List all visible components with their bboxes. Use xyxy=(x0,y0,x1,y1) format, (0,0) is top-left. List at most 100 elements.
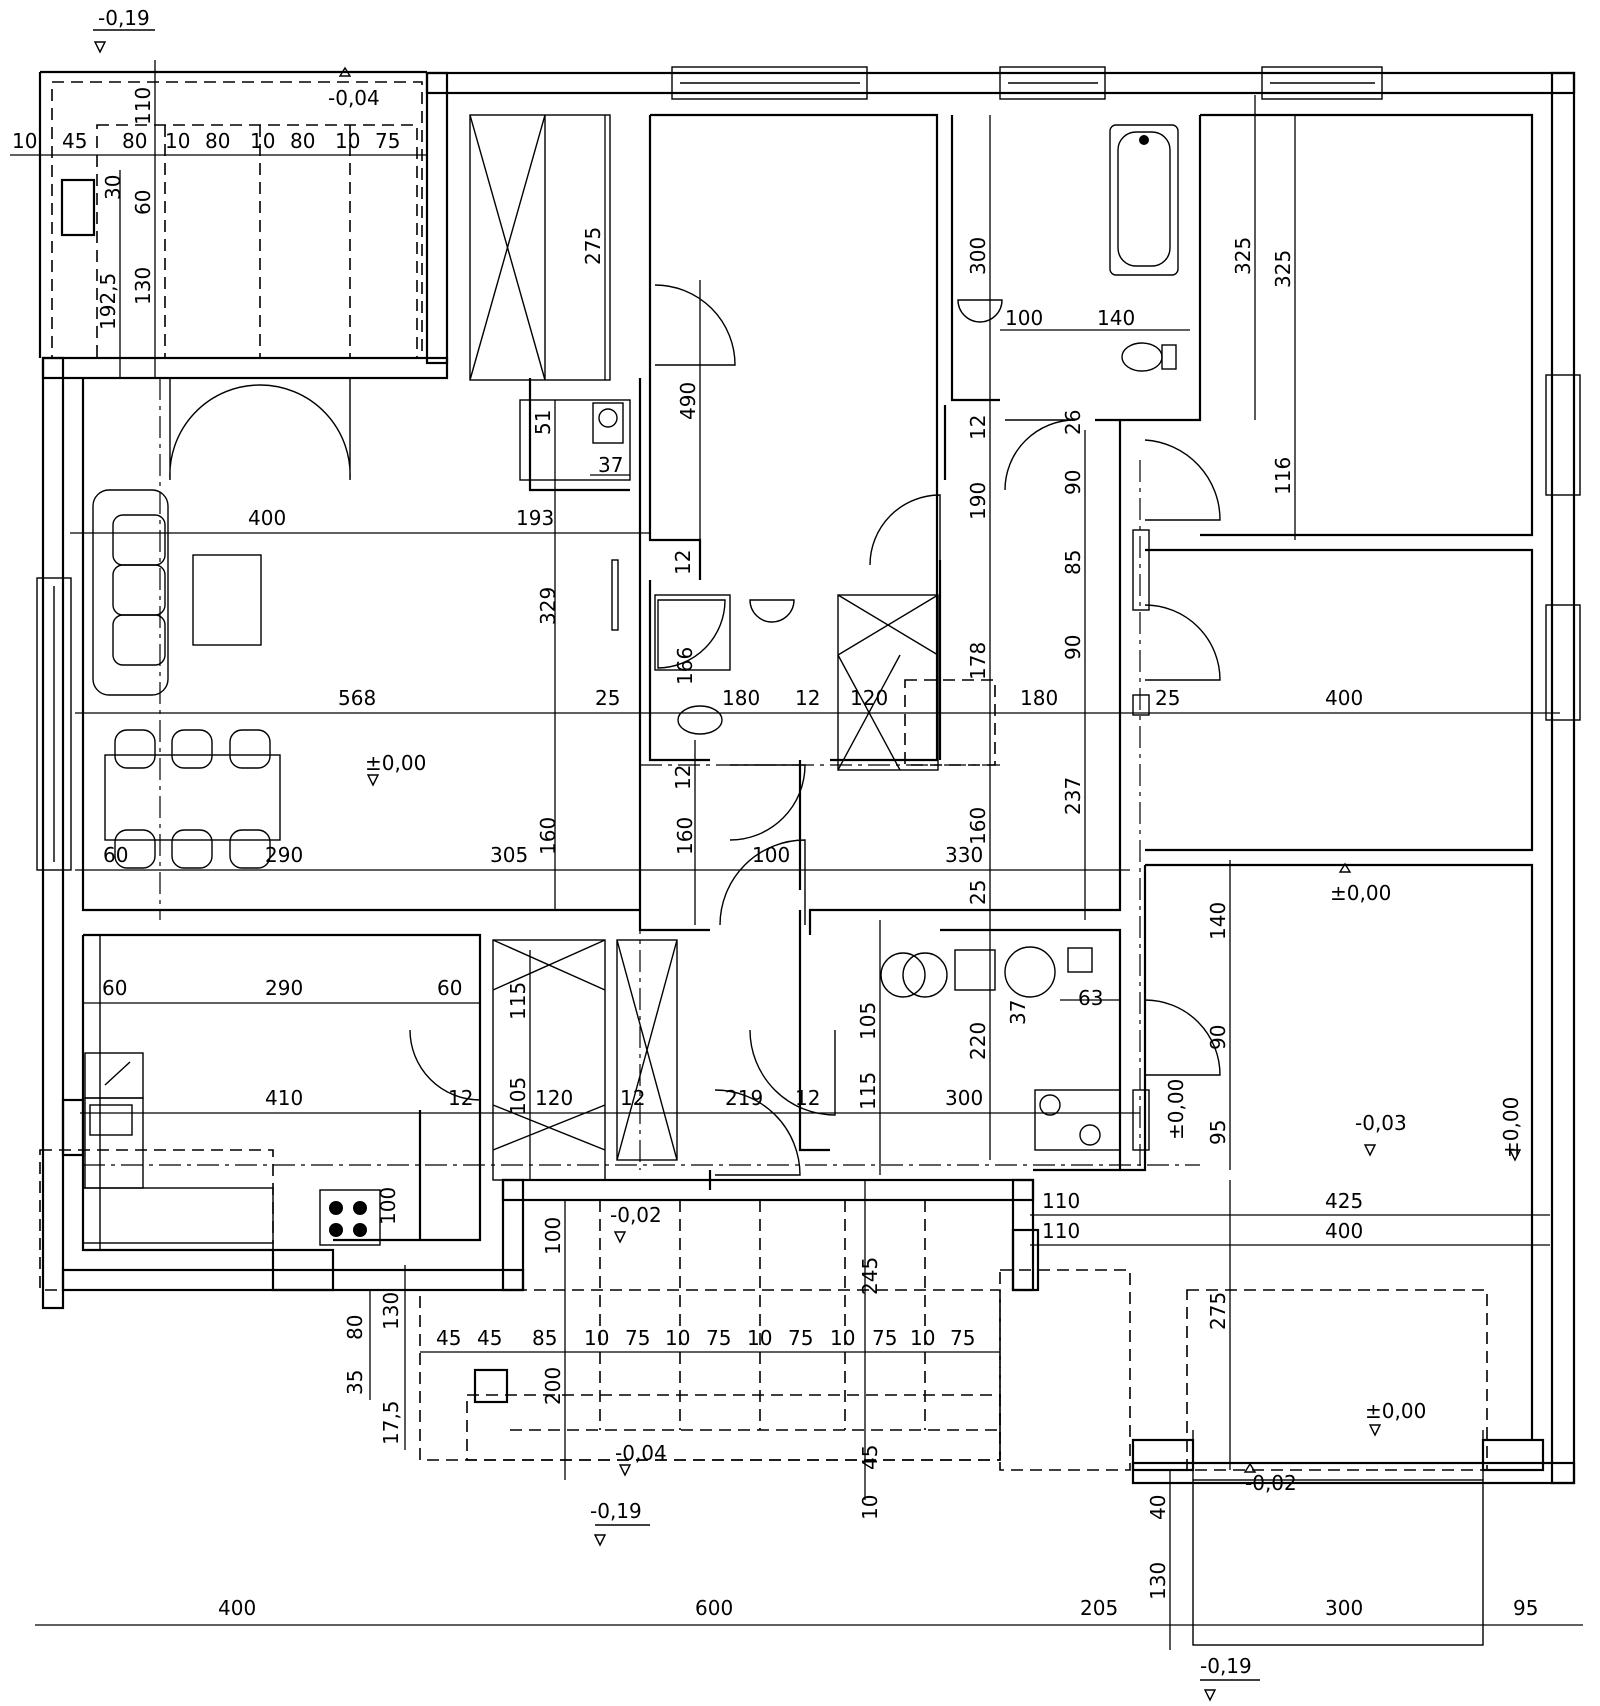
windows xyxy=(36,66,1581,871)
dim-label: 110 xyxy=(131,87,155,125)
dim-label: 75 xyxy=(375,129,400,153)
dim-label: 130 xyxy=(379,1292,403,1330)
dim-label: 178 xyxy=(966,642,990,680)
dining-table xyxy=(104,754,281,841)
dim-label: 330 xyxy=(945,843,983,867)
dim-label: 90 xyxy=(1206,1025,1230,1050)
dim-label: 140 xyxy=(1206,902,1230,940)
dim-label: 325 xyxy=(1231,237,1255,275)
level-living: ±0,00 xyxy=(365,751,426,775)
shower xyxy=(654,594,731,671)
dim-label: 300 xyxy=(945,1086,983,1110)
dim-label: 80 xyxy=(343,1315,367,1340)
dim-label: 37 xyxy=(1006,1000,1030,1025)
dim-label: 220 xyxy=(966,1022,990,1060)
level-garage-door: ±0,00 xyxy=(1365,1399,1426,1423)
dim-label: 10 xyxy=(250,129,275,153)
entrance-steps xyxy=(1192,1430,1484,1646)
dim-label: 105 xyxy=(856,1002,880,1040)
dim-label: 245 xyxy=(858,1257,882,1295)
dim-label: 80 xyxy=(290,129,315,153)
sink xyxy=(89,1104,133,1136)
dim-label: 95 xyxy=(1206,1120,1230,1145)
dim-label: 85 xyxy=(1061,550,1085,575)
dim-label: 51 xyxy=(531,410,555,435)
level-garage-side: ±0,00 xyxy=(1499,1097,1523,1158)
kitchen-units xyxy=(82,399,631,1246)
dim-label: 45 xyxy=(477,1326,502,1350)
dim-label: 90 xyxy=(1061,470,1085,495)
level-entrance-step: -0,02 xyxy=(1245,1471,1297,1495)
dim-label: 37 xyxy=(598,453,623,477)
dim-label: 12 xyxy=(620,1086,645,1110)
dim-label: 10 xyxy=(665,1326,690,1350)
dim-label: 10 xyxy=(747,1326,772,1350)
dim-label: 75 xyxy=(788,1326,813,1350)
dim-label: 568 xyxy=(338,686,376,710)
dim-label: 140 xyxy=(1097,306,1135,330)
dim-label: 490 xyxy=(676,382,700,420)
level-entry-door: ±0,00 xyxy=(1164,1079,1188,1140)
bathroom-fixtures xyxy=(654,124,1179,1151)
dim-label: 410 xyxy=(265,1086,303,1110)
dim-label: 12 xyxy=(671,550,695,575)
dim-label: 120 xyxy=(850,686,888,710)
dim-label: 25 xyxy=(1155,686,1180,710)
dim-label: 205 xyxy=(1080,1596,1118,1620)
dim-label: 110 xyxy=(1042,1189,1080,1213)
chimneys xyxy=(60,178,509,1404)
dim-label: 10 xyxy=(858,1495,882,1520)
level-bottom-right: -0,19 xyxy=(1200,1654,1252,1678)
dim-label: 12 xyxy=(966,415,990,440)
dim-label: 63 xyxy=(1078,986,1103,1010)
doors xyxy=(169,284,1221,1176)
bathtub xyxy=(1109,124,1179,276)
dim-label: 45 xyxy=(858,1445,882,1470)
coffee-table xyxy=(192,554,262,646)
dim-label: 180 xyxy=(722,686,760,710)
dim-label: 45 xyxy=(62,129,87,153)
dim-label: 60 xyxy=(103,843,128,867)
dim-label: 75 xyxy=(625,1326,650,1350)
dim-label: 95 xyxy=(1513,1596,1538,1620)
dim-label: 120 xyxy=(535,1086,573,1110)
axis-lines xyxy=(83,378,1200,1170)
dim-label: 116 xyxy=(1271,457,1295,495)
dim-label: 45 xyxy=(436,1326,461,1350)
dim-label: 60 xyxy=(102,976,127,1000)
dim-label: 160 xyxy=(536,817,560,855)
dim-label: 100 xyxy=(541,1217,565,1255)
dim-label: 425 xyxy=(1325,1189,1363,1213)
dim-label: 110 xyxy=(1042,1219,1080,1243)
dim-label: 100 xyxy=(376,1187,400,1225)
dim-label: 300 xyxy=(1325,1596,1363,1620)
dim-label: 10 xyxy=(335,129,360,153)
level-front-b: -0,04 xyxy=(615,1441,667,1465)
dim-label: 80 xyxy=(205,129,230,153)
dim-label: 160 xyxy=(966,807,990,845)
dim-label: 75 xyxy=(706,1326,731,1350)
level-markers xyxy=(93,29,1522,1702)
dim-label: 275 xyxy=(1206,1292,1230,1330)
dim-label: 290 xyxy=(265,843,303,867)
dim-label: 329 xyxy=(536,587,560,625)
dimension-lines xyxy=(10,60,1583,1650)
dim-label: 192,5 xyxy=(96,273,120,330)
level-front-a: -0,02 xyxy=(610,1203,662,1227)
dim-label: 26 xyxy=(1061,410,1085,435)
dim-label: 400 xyxy=(1325,1219,1363,1243)
dim-label: 10 xyxy=(910,1326,935,1350)
dim-label: 40 xyxy=(1146,1495,1170,1520)
dim-label: 12 xyxy=(795,686,820,710)
dim-label: 10 xyxy=(830,1326,855,1350)
dim-label: 193 xyxy=(516,506,554,530)
dim-label: 10 xyxy=(12,129,37,153)
dim-label: 166 xyxy=(673,647,697,685)
dim-label: 60 xyxy=(437,976,462,1000)
living-furniture xyxy=(92,489,619,869)
dim-label: 219 xyxy=(725,1086,763,1110)
dim-label: 275 xyxy=(581,227,605,265)
dim-label: 325 xyxy=(1271,250,1295,288)
dim-label: 237 xyxy=(1061,777,1085,815)
